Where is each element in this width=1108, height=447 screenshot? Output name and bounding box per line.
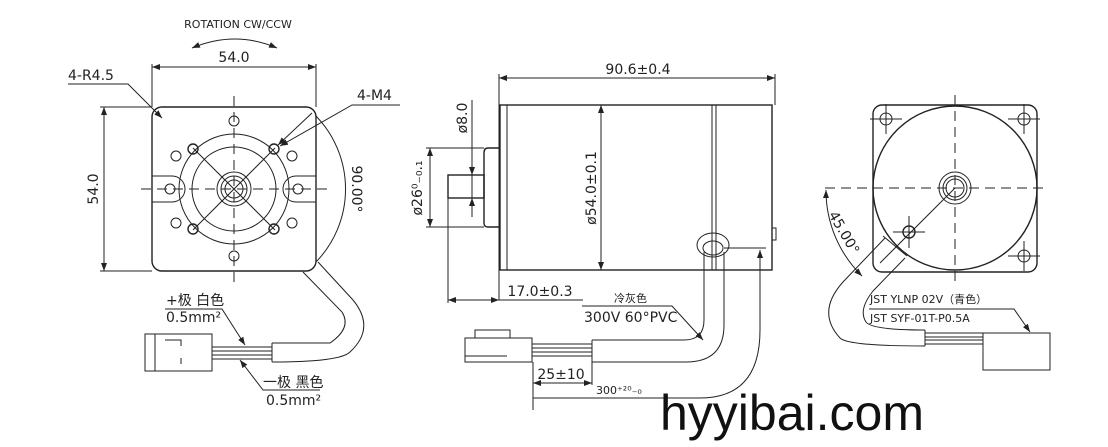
housing-label: JST YLNP 02V（青色）	[869, 292, 987, 306]
front-connector	[144, 333, 213, 372]
pilot-dia: ø26⁰₋₀.₁	[410, 160, 426, 215]
shaft-length-dim: 17.0±0.3	[507, 284, 572, 300]
side-cable	[532, 232, 730, 363]
watermark: hyyibai.com	[660, 385, 924, 441]
rotation-label: ROTATION CW/CCW	[184, 18, 292, 31]
thread-label: 4-M4	[357, 88, 392, 104]
shaft-dia: ø8.0	[455, 103, 471, 134]
motor-body	[499, 104, 773, 271]
width-dim: 54.0	[218, 50, 249, 66]
pilot-flange	[483, 147, 500, 228]
terminal-label: JST SYF-01T-P0.5A	[869, 312, 970, 325]
length-dim: 90.6±0.4	[605, 62, 670, 78]
rear-cable	[828, 235, 983, 347]
corner-radius-label: 4-R4.5	[68, 68, 114, 84]
rear-angle-dim: 45.00°	[825, 209, 862, 258]
cable-length-dim: 300⁺²⁰₋₀	[596, 384, 642, 397]
shaft	[447, 174, 485, 199]
angle-arc	[315, 115, 346, 263]
front-view: ROTATION CW/CCW 54.0 54.0 90.00° 4-R4.	[68, 18, 400, 409]
negative-wire-label: 一极 黑色	[263, 374, 323, 391]
side-connector	[464, 329, 533, 363]
rear-mount-holes	[870, 104, 1040, 271]
angle-dim: 90.00°	[348, 165, 364, 212]
m4-holes	[187, 143, 280, 235]
side-view: 90.6±0.4 ø8.0 ø26⁰₋₀.₁ ø54.0±0.1 17.0±0.…	[410, 62, 777, 410]
mount-holes	[152, 115, 316, 262]
height-dim: 54.0	[86, 173, 102, 204]
rear-connector	[982, 332, 1051, 371]
cable-spec: 300V 60°PVC	[584, 310, 678, 326]
front-cable	[212, 261, 365, 363]
positive-wire-size: 0.5mm²	[166, 310, 221, 326]
rear-view: 45.00° JST YLNP 02V（青色） JST SYF-01T-P0.5…	[822, 95, 1051, 371]
cable-color: 冷灰色	[614, 291, 647, 305]
front-flange	[151, 106, 317, 272]
strip-length-dim: 25±10	[537, 367, 584, 383]
rotation-arrow-icon	[191, 38, 278, 49]
body-dia: ø54.0±0.1	[584, 151, 600, 225]
negative-wire-size: 0.5mm²	[266, 393, 321, 409]
positive-wire-label: +极 白色	[166, 292, 224, 309]
